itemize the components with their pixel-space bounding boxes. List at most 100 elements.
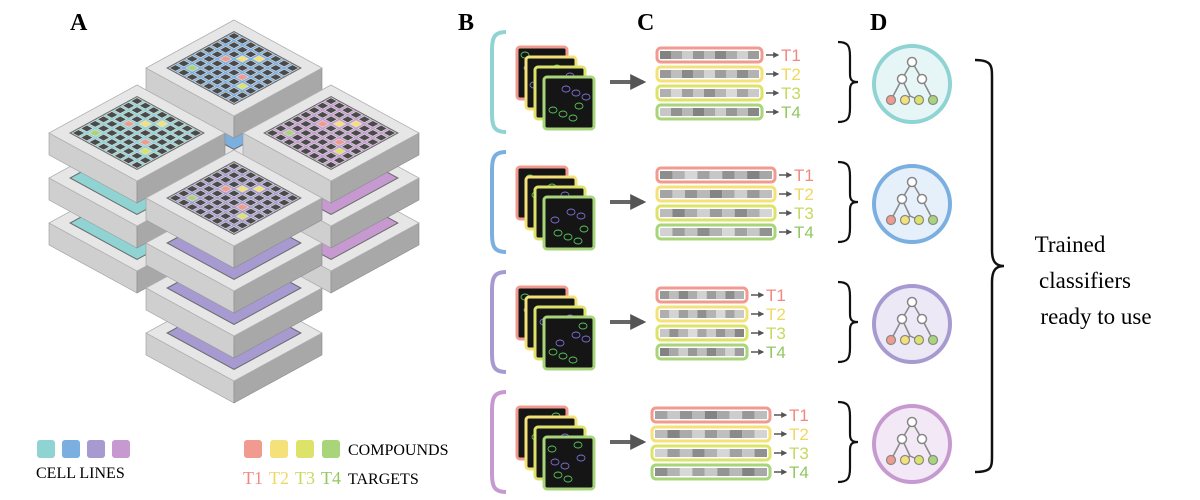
well [210,87,225,95]
cell-outline [560,462,570,470]
well [268,185,283,193]
target-label: T4 [766,343,786,362]
well [235,203,250,211]
well [235,166,250,175]
feature-vector: T4 [650,463,809,482]
well [202,176,216,184]
cell-outline [550,458,560,466]
vector-cell [754,411,767,419]
well [163,133,178,142]
feature-vector: T2 [655,65,801,84]
well [252,82,266,90]
tree-leaf [913,214,925,226]
vector-cell [726,51,737,59]
well [193,180,208,189]
vector-cell [688,291,698,299]
tree-node [906,56,918,68]
tree-node [896,313,908,325]
vector-cell [704,411,718,419]
cell-outline [574,102,584,110]
vector-cell [709,171,723,179]
well [210,59,225,68]
plate-top [48,84,226,204]
panel-label-a: A [70,10,88,36]
well [218,221,233,230]
vector-cell [734,291,744,299]
well [193,68,208,77]
well [365,120,380,128]
vector-cell [734,348,744,356]
well [193,59,208,68]
well [193,198,208,207]
target-label: T3 [781,84,801,103]
well [349,120,363,128]
well [340,133,355,142]
vector-cell [688,348,698,356]
well [176,59,191,68]
vector-cell [737,108,748,116]
well [332,147,347,155]
vector-cell [693,89,704,97]
vector-cell [697,171,710,179]
well [218,64,233,72]
plate-well-area [166,160,302,236]
well [332,156,347,165]
tree-leaf [913,334,925,346]
well [340,142,355,151]
vector-cell [671,108,682,116]
target-label: T4 [781,103,801,122]
cell-outline [568,356,578,364]
well [202,212,216,220]
panel-label-b: B [458,10,474,36]
target-label: T3 [789,444,809,463]
vector-cell [734,190,748,198]
legend-target-t1: T1 [243,468,263,488]
image-frame [542,195,596,251]
well [252,194,266,202]
well [243,41,258,49]
well [171,138,186,146]
target-label: T2 [781,65,801,84]
vector-cell [693,70,704,78]
well [88,138,103,146]
well [227,41,241,49]
vector-cell [725,310,735,318]
well [218,194,233,202]
vector-cell [737,89,748,97]
well [155,120,169,128]
well [146,152,161,160]
well [315,129,330,137]
vector-cell [692,411,705,419]
target-label: T1 [766,286,786,305]
well [227,59,241,68]
vector-cell [672,228,685,236]
grouping-brace [837,400,859,484]
well [146,142,161,151]
well [96,142,111,151]
well [357,115,372,124]
well [146,115,161,124]
well [155,129,169,137]
well [285,194,300,202]
well [235,46,250,54]
vector-cell [759,228,772,236]
tree-node [916,433,928,445]
vector-cell [747,190,760,198]
well [138,147,153,155]
well [290,115,305,124]
vector-cell [655,468,668,476]
well [176,68,191,77]
well [315,147,330,155]
cell-outline [563,475,573,483]
well [218,55,233,63]
feature-vector: T4 [655,343,786,362]
vector-cell [734,228,748,236]
vector-cell [660,190,673,198]
well [260,189,275,198]
well [268,194,283,202]
well [193,207,208,216]
well [227,207,241,216]
well [243,87,258,95]
